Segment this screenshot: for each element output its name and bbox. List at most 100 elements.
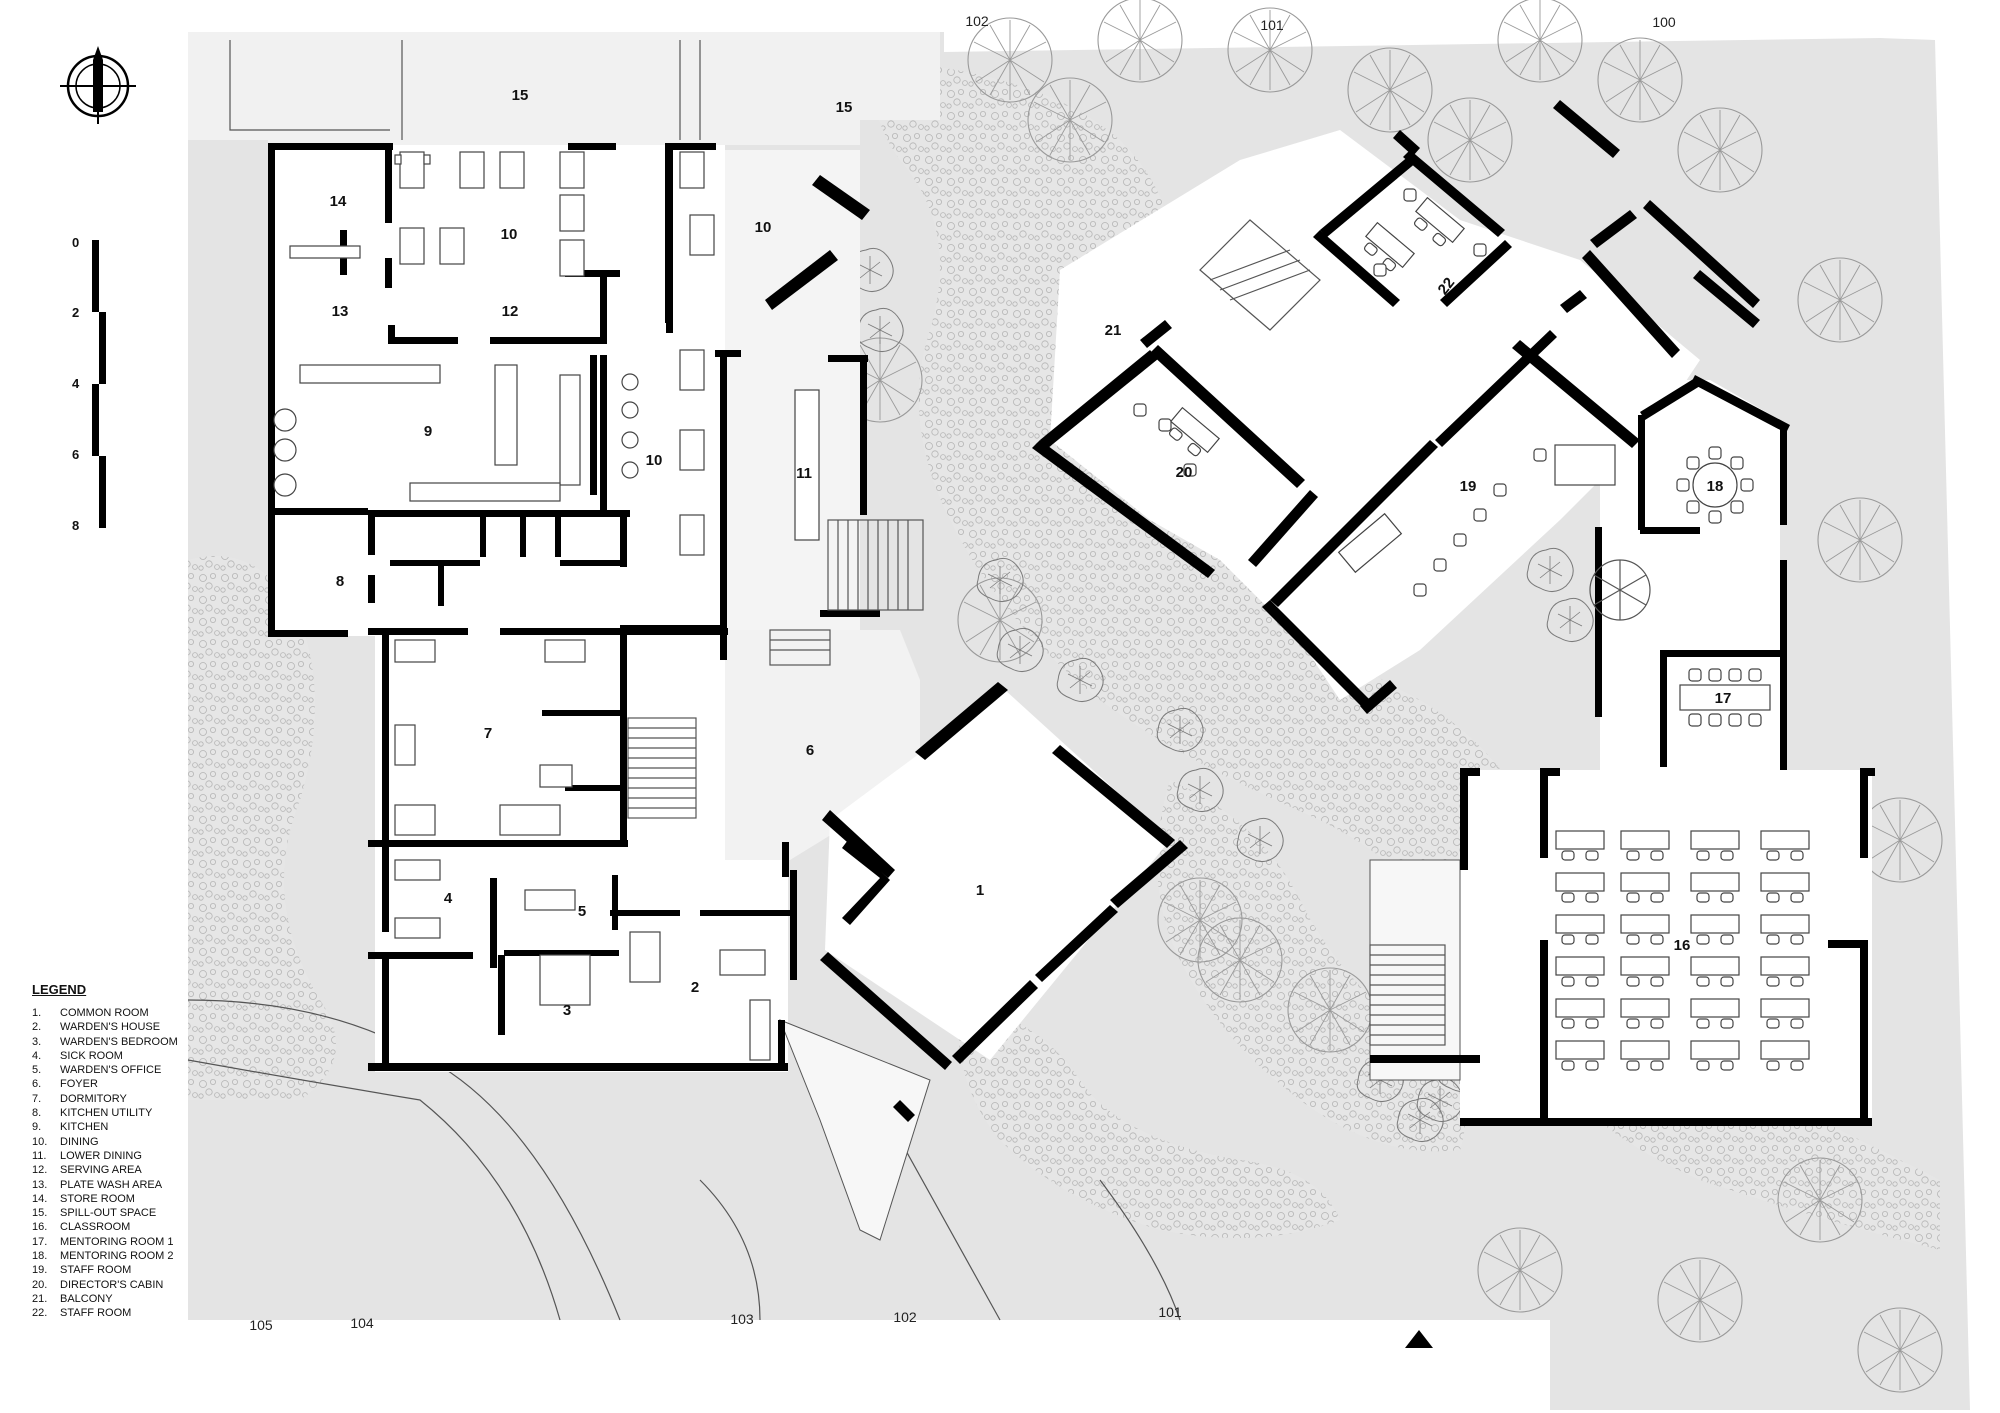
legend-item: 2. WARDEN'S HOUSE bbox=[32, 1020, 232, 1034]
legend-item-label: DIRECTOR'S CABIN bbox=[60, 1278, 164, 1291]
legend-item-number: 5. bbox=[32, 1064, 42, 1077]
legend-item-label: WARDEN'S HOUSE bbox=[60, 1021, 161, 1034]
legend-item-number: 13. bbox=[32, 1178, 48, 1191]
legend-item-number: 3. bbox=[32, 1035, 42, 1048]
room-label-kitchen: 9 bbox=[424, 423, 432, 440]
legend-item-label: SERVING AREA bbox=[60, 1164, 142, 1177]
contour-label: 104 bbox=[350, 1315, 374, 1331]
legend-item-label: STAFF ROOM bbox=[60, 1264, 132, 1277]
room-label-spill-out-space: 15 bbox=[512, 87, 529, 104]
legend-item-number: 12. bbox=[32, 1164, 48, 1177]
legend-item-number: 20. bbox=[32, 1278, 48, 1291]
room-label-plate-wash-area: 13 bbox=[332, 303, 349, 320]
room-label-wardens-office: 5 bbox=[578, 903, 586, 920]
room-label-wardens-house: 2 bbox=[691, 979, 699, 996]
room-label-kitchen-utility: 8 bbox=[336, 573, 344, 590]
legend-item-number: 6. bbox=[32, 1078, 42, 1091]
room-label-serving-area: 12 bbox=[502, 303, 519, 320]
legend-item-number: 1. bbox=[32, 1007, 42, 1019]
legend-item: 15. SPILL-OUT SPACE bbox=[32, 1206, 232, 1220]
contour-label: 102 bbox=[965, 13, 989, 29]
scale-label: 6 bbox=[72, 447, 79, 462]
legend-item-label: PLATE WASH AREA bbox=[60, 1178, 163, 1191]
legend-item: 7. DORMITORY bbox=[32, 1092, 232, 1106]
legend-item-number: 19. bbox=[32, 1264, 48, 1277]
legend-item-label: SPILL-OUT SPACE bbox=[60, 1207, 157, 1220]
legend-item: 17.MENTORING ROOM 1 bbox=[32, 1235, 232, 1249]
site-marker-icon bbox=[1405, 1330, 1433, 1348]
room-label-spill-out-space: 15 bbox=[836, 99, 853, 116]
legend-item-label: KITCHEN UTILITY bbox=[60, 1107, 153, 1120]
room-label-staff-room: 19 bbox=[1460, 478, 1477, 495]
legend-item-label: WARDEN'S BEDROOM bbox=[60, 1035, 178, 1048]
legend-item-number: 8. bbox=[32, 1107, 42, 1120]
legend-item-label: KITCHEN bbox=[60, 1121, 109, 1134]
scale-bar: 0 2 4 6 8 bbox=[72, 235, 106, 533]
legend-item-label: SICK ROOM bbox=[60, 1049, 123, 1062]
legend-item-number: 21. bbox=[32, 1292, 48, 1305]
scale-label: 8 bbox=[72, 518, 79, 533]
room-label-wardens-bedroom: 3 bbox=[563, 1002, 571, 1019]
legend-item: 13. PLATE WASH AREA bbox=[32, 1178, 232, 1192]
scale-label: 2 bbox=[72, 305, 79, 320]
legend-item: 10. DINING bbox=[32, 1135, 232, 1149]
north-arrow-icon bbox=[60, 46, 136, 124]
legend-item: 4. SICK ROOM bbox=[32, 1049, 232, 1063]
room-label-sick-room: 4 bbox=[444, 890, 453, 907]
legend-item-number: 18. bbox=[32, 1250, 48, 1263]
room-label-lower-dining: 11 bbox=[796, 465, 812, 482]
legend-item-label: STAFF ROOM bbox=[60, 1307, 132, 1320]
room-label-directors-cabin: 20 bbox=[1176, 464, 1193, 481]
legend-item-number: 14. bbox=[32, 1192, 48, 1205]
legend-item-label: COMMON ROOM bbox=[60, 1007, 149, 1019]
legend-item: 3. WARDEN'S BEDROOM bbox=[32, 1035, 232, 1049]
legend-item: 8. KITCHEN UTILITY bbox=[32, 1106, 232, 1120]
legend-item: 21. BALCONY bbox=[32, 1292, 232, 1306]
room-label-store-room: 14 bbox=[330, 193, 347, 210]
legend-item-number: 11. bbox=[32, 1149, 47, 1162]
legend-item-number: 17. bbox=[32, 1235, 48, 1248]
contour-label: 101 bbox=[1158, 1304, 1182, 1320]
legend-item: 20. DIRECTOR'S CABIN bbox=[32, 1278, 232, 1292]
scale-label: 4 bbox=[72, 376, 80, 391]
contour-label: 102 bbox=[893, 1309, 917, 1325]
legend-item-number: 7. bbox=[32, 1092, 42, 1105]
legend-item-label: MENTORING ROOM 2 bbox=[60, 1250, 174, 1263]
legend-item: 9. KITCHEN bbox=[32, 1120, 232, 1134]
legend-item: 11.LOWER DINING bbox=[32, 1149, 232, 1163]
room-label-foyer: 6 bbox=[806, 742, 814, 759]
legend-item-number: 10. bbox=[32, 1135, 48, 1148]
contour-label: 105 bbox=[249, 1317, 273, 1333]
legend-item-label: DORMITORY bbox=[60, 1092, 127, 1105]
legend-item: 1. COMMON ROOM bbox=[32, 1006, 232, 1020]
scale-label: 0 bbox=[72, 235, 79, 250]
contour-label: 103 bbox=[730, 1311, 754, 1327]
legend-item: 5. WARDEN'S OFFICE bbox=[32, 1063, 232, 1077]
legend-item-label: BALCONY bbox=[60, 1292, 113, 1305]
legend-item: 14. STORE ROOM bbox=[32, 1192, 232, 1206]
legend-item: 18. MENTORING ROOM 2 bbox=[32, 1249, 232, 1263]
legend-item: 6. FOYER bbox=[32, 1077, 232, 1091]
legend-item-label: WARDEN'S OFFICE bbox=[60, 1064, 162, 1077]
legend-item-number: 4. bbox=[32, 1049, 42, 1062]
room-label-dining: 10 bbox=[501, 226, 518, 243]
room-label-balcony: 21 bbox=[1105, 322, 1122, 339]
legend-item-label: STORE ROOM bbox=[60, 1192, 135, 1205]
legend-title: LEGEND bbox=[32, 982, 87, 997]
legend-item-number: 9. bbox=[32, 1121, 42, 1134]
room-label-dining: 10 bbox=[755, 219, 772, 236]
contour-label: 100 bbox=[1652, 14, 1676, 30]
legend-item: 22.STAFF ROOM bbox=[32, 1306, 232, 1320]
legend-item: 16.CLASSROOM bbox=[32, 1220, 232, 1234]
room-label-dining: 10 bbox=[646, 452, 663, 469]
legend-item: 19. STAFF ROOM bbox=[32, 1263, 232, 1277]
legend: LEGEND 1. COMMON ROOM 2. WARDEN'S HOUSE 3. WA… bbox=[32, 982, 232, 1321]
contour-label: 101 bbox=[1260, 17, 1284, 33]
legend-item-label: FOYER bbox=[60, 1078, 98, 1091]
legend-item-number: 15. bbox=[32, 1207, 48, 1220]
legend-item-label: DINING bbox=[60, 1135, 99, 1148]
legend-item-number: 2. bbox=[32, 1021, 42, 1034]
room-label-classroom: 16 bbox=[1674, 937, 1691, 954]
room-label-staff-room: 22 bbox=[1435, 274, 1459, 298]
